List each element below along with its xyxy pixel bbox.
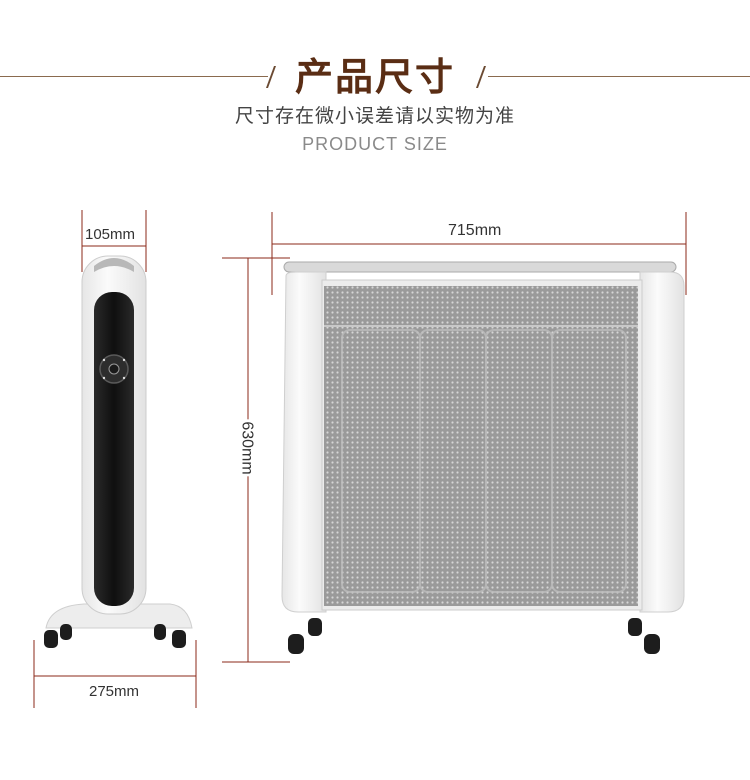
page-subtitle: 尺寸存在微小误差请以实物为准	[234, 105, 515, 127]
dim-side-depth: 105mm	[83, 226, 138, 243]
page-subtitle-en: PRODUCT SIZE	[302, 134, 448, 154]
dim-height: 630mm	[237, 419, 256, 477]
header-rule-left	[0, 76, 268, 77]
side-view-heater	[44, 255, 193, 648]
front-view-heater	[281, 261, 685, 654]
header-rule-right	[488, 76, 750, 77]
page-title: 产品尺寸	[294, 55, 455, 99]
dim-base-width: 275mm	[86, 683, 143, 700]
dim-width: 715mm	[445, 222, 505, 240]
